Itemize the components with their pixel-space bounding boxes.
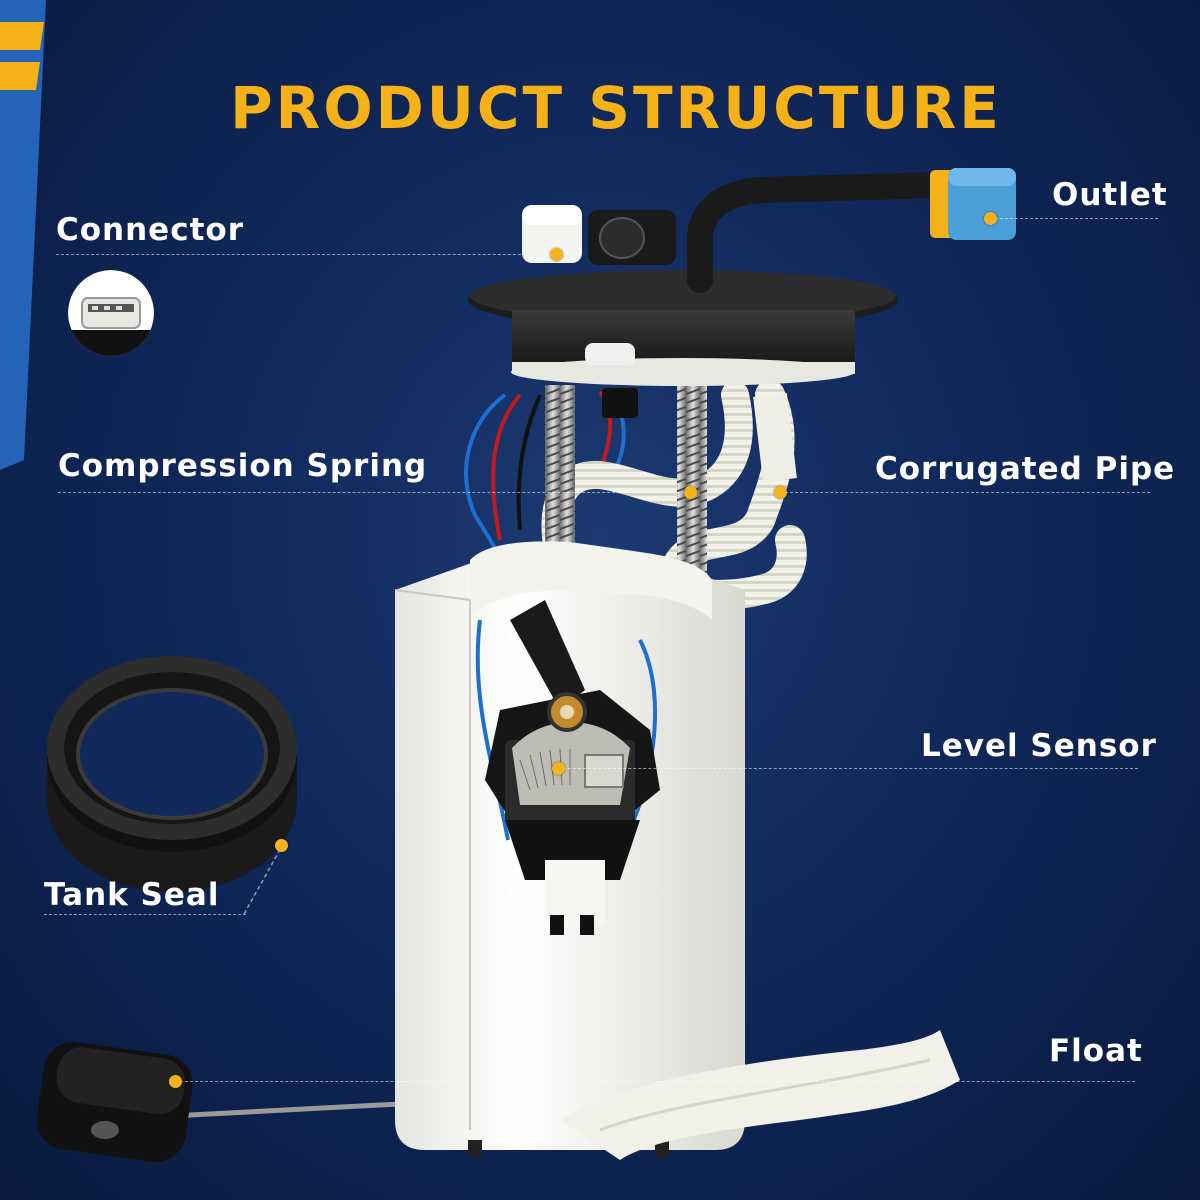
callout-label-connector: Connector [56, 212, 244, 248]
callout-dot-outlet [984, 212, 997, 225]
callout-leader-tank-seal-diagonal [243, 845, 283, 915]
callout-label-compression-spring: Compression Spring [58, 448, 428, 484]
callout-label-outlet: Outlet [1052, 177, 1168, 213]
level-sensor-unit [485, 600, 660, 935]
callout-label-level-sensor: Level Sensor [921, 728, 1157, 764]
float-block [36, 1041, 193, 1163]
callout-leader-connector [56, 254, 556, 255]
callout-dot-compression-spring [684, 486, 697, 499]
corner-stripes-decoration [0, 0, 46, 470]
callout-leader-level-sensor [558, 768, 1138, 769]
callout-dot-level-sensor [552, 762, 565, 775]
tank-seal-ring [47, 656, 297, 892]
page-title: PRODUCT STRUCTURE [230, 74, 1002, 142]
callout-dot-tank-seal [275, 839, 288, 852]
callout-dot-connector [550, 248, 563, 261]
callout-label-float: Float [1049, 1033, 1143, 1069]
callout-dot-float [169, 1075, 182, 1088]
callout-label-corrugated-pipe: Corrugated Pipe [875, 451, 1176, 487]
callout-dot-corrugated-pipe [774, 486, 787, 499]
callout-leader-corrugated-pipe [780, 492, 1150, 493]
callout-label-tank-seal: Tank Seal [44, 877, 220, 913]
connector-closeup-thumbnail [68, 270, 154, 356]
callout-leader-float [175, 1081, 1135, 1082]
callout-leader-outlet [990, 218, 1158, 219]
top-flange-cap [468, 168, 1016, 418]
callout-leader-compression-spring [58, 492, 690, 493]
callout-leader-tank-seal [44, 914, 246, 915]
